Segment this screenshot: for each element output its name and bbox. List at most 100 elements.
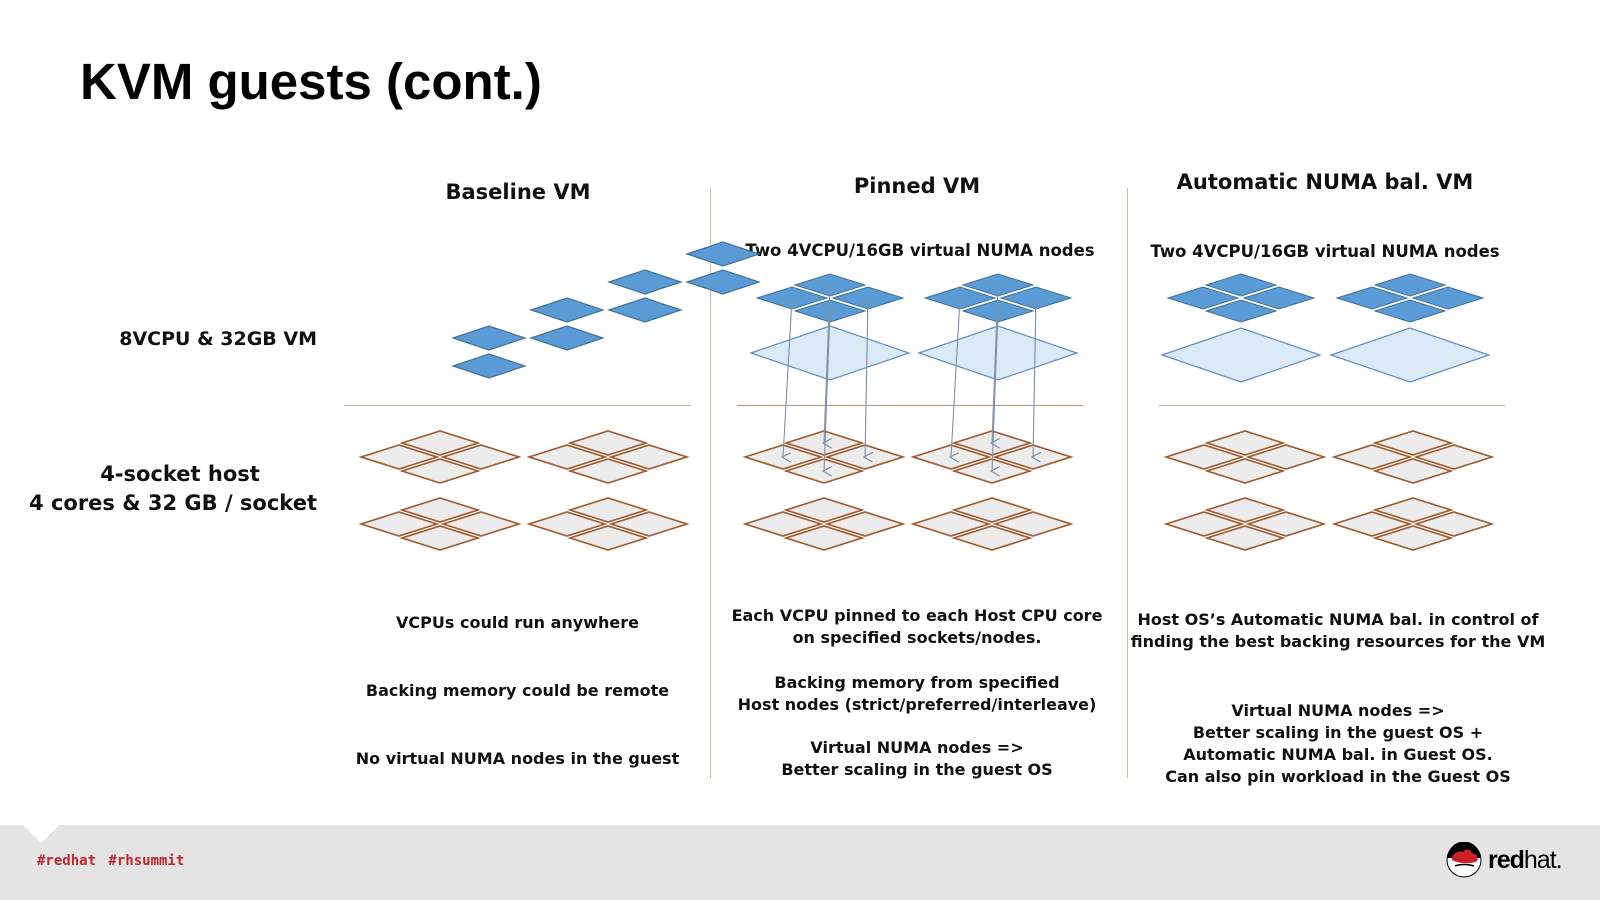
vm-host-divider-baseline: [344, 405, 691, 406]
host-cpu-core: [567, 458, 649, 484]
host-cpu-core: [742, 511, 824, 537]
host-cpu-core: [526, 511, 608, 537]
pinning-arrow: [783, 297, 793, 457]
vm-host-divider-pinned: [737, 405, 1083, 406]
baseline-desc-1: VCPUs could run anywhere: [396, 613, 639, 632]
column-heading-pinned: Pinned VM: [853, 174, 981, 198]
host-cpu-core: [1163, 444, 1245, 470]
host-cpu-core: [608, 444, 690, 470]
shadowman-hat-icon: [1446, 842, 1482, 878]
host-cpu-core: [567, 430, 649, 456]
virtual-vcpu: [1166, 286, 1240, 310]
subheading-autonuma: Two 4VCPU/16GB virtual NUMA nodes: [1150, 242, 1500, 261]
pinned-desc-3: Virtual NUMA nodes => Better scaling in …: [781, 738, 1053, 779]
vcpu-tile: [685, 241, 761, 267]
redhat-wordmark: redhat.: [1488, 845, 1563, 874]
host-cpu-core: [951, 525, 1033, 551]
virtual-vcpu: [1242, 286, 1316, 310]
host-cpu-core: [567, 525, 649, 551]
host-cpu-core: [1372, 525, 1454, 551]
pinning-arrow: [951, 297, 961, 457]
virtual-node-memory: [1329, 327, 1491, 383]
host-cpu-core: [1331, 511, 1413, 537]
host-cpu-core: [1413, 444, 1495, 470]
pinning-arrow: [824, 310, 830, 471]
host-cpu-core: [1372, 497, 1454, 523]
baseline-desc-2: Backing memory could be remote: [365, 681, 670, 700]
virtual-node-memory: [749, 325, 911, 381]
host-cpu-core: [783, 497, 865, 523]
pinned-desc-1: Each VCPU pinned to each Host CPU core o…: [731, 606, 1103, 647]
footer-bar: [0, 825, 1600, 900]
vcpu-tile: [607, 297, 683, 323]
host-cpu-core: [358, 511, 440, 537]
host-cpu-core: [440, 511, 522, 537]
host-cpu-core: [399, 497, 481, 523]
host-cpu-core: [910, 511, 992, 537]
row-label-vm: 8VCPU & 32GB VM: [119, 328, 317, 350]
virtual-vcpu: [1373, 299, 1447, 323]
host-cpu-core: [358, 444, 440, 470]
host-cpu-core: [1163, 511, 1245, 537]
host-cpu-core: [1245, 511, 1327, 537]
pinned-desc-2: Backing memory from specified Host nodes…: [737, 673, 1097, 714]
baseline-vm-vcpus: [451, 241, 761, 379]
vcpu-tile: [607, 269, 683, 295]
host-cpu-core: [1204, 458, 1286, 484]
host-sockets: [358, 430, 1495, 551]
host-cpu-core: [1331, 444, 1413, 470]
host-cpu-core: [783, 525, 865, 551]
host-cpu-core: [526, 444, 608, 470]
pinning-arrow: [992, 310, 998, 471]
autonuma-desc-1: Host OS’s Automatic NUMA bal. in control…: [1130, 610, 1546, 651]
redhat-logo: redhat.: [1446, 842, 1563, 878]
host-cpu-core: [399, 430, 481, 456]
host-cpu-core: [1413, 511, 1495, 537]
column-heading-autonuma: Automatic NUMA bal. VM: [1176, 170, 1474, 194]
autonuma-desc-2: Virtual NUMA nodes => Better scaling in …: [1165, 701, 1511, 786]
host-cpu-core: [567, 497, 649, 523]
column-heading-baseline: Baseline VM: [445, 180, 591, 204]
pinning-arrow: [992, 284, 998, 443]
host-cpu-core: [1372, 458, 1454, 484]
subheading-pinned: Two 4VCPU/16GB virtual NUMA nodes: [745, 241, 1095, 260]
pinning-arrow: [824, 284, 830, 443]
host-cpu-core: [1204, 525, 1286, 551]
vcpu-tile: [529, 325, 605, 351]
row-label-host-line1: 4-socket host: [100, 462, 260, 486]
baseline-desc-3: No virtual NUMA nodes in the guest: [355, 749, 680, 768]
row-label-host-line2: 4 cores & 32 GB / socket: [29, 491, 317, 515]
pinning-arrow: [865, 297, 868, 457]
virtual-vcpu: [1373, 273, 1447, 297]
vcpu-tile: [685, 269, 761, 295]
host-cpu-core: [1245, 444, 1327, 470]
virtual-vcpu: [1204, 273, 1278, 297]
vcpu-tile: [529, 297, 605, 323]
vm-host-divider-autonuma: [1159, 405, 1505, 406]
host-cpu-core: [951, 497, 1033, 523]
host-cpu-core: [1372, 430, 1454, 456]
column-divider-2: [1127, 188, 1128, 778]
vcpu-tile: [451, 325, 527, 351]
numa-diagram: [358, 241, 1495, 551]
footer-hashtags: #redhat #rhsummit: [37, 853, 185, 869]
virtual-node-memory: [917, 325, 1079, 381]
pinning-arrows: [783, 284, 1036, 471]
virtual-node-memory: [1160, 327, 1322, 383]
host-cpu-core: [1204, 497, 1286, 523]
host-cpu-core: [992, 511, 1074, 537]
host-cpu-core: [608, 511, 690, 537]
virtual-numa-nodes: [749, 273, 1491, 383]
host-cpu-core: [399, 525, 481, 551]
virtual-vcpu: [1335, 286, 1409, 310]
host-cpu-core: [440, 444, 522, 470]
slide-title: KVM guests (cont.): [80, 53, 542, 110]
pinning-arrow: [1033, 297, 1036, 457]
host-cpu-core: [1204, 430, 1286, 456]
footer-notch: [23, 825, 59, 843]
virtual-vcpu: [1411, 286, 1485, 310]
vcpu-tile: [451, 353, 527, 379]
host-cpu-core: [399, 458, 481, 484]
column-divider-1: [710, 188, 711, 778]
host-cpu-core: [824, 511, 906, 537]
